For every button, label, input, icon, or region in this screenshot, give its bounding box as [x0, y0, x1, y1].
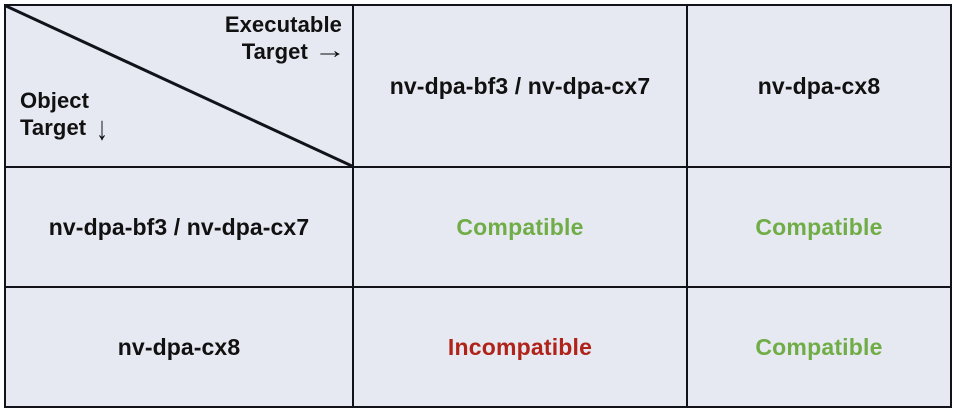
status-cell-r2c2: Compatible [686, 286, 952, 408]
column-header-cell-1: nv-dpa-bf3 / nv-dpa-cx7 [352, 4, 688, 168]
executable-axis-line1-row: Executable [225, 12, 342, 39]
row-header-cell-2: nv-dpa-cx8 [4, 286, 354, 408]
row-header-label-2: nv-dpa-cx8 [117, 333, 241, 360]
status-badge: Compatible [755, 213, 883, 240]
status-badge: Incompatible [447, 333, 593, 360]
column-header-cell-2: nv-dpa-cx8 [686, 4, 952, 168]
executable-axis-label: Executable Target → [225, 12, 346, 66]
object-axis-line2: Target [20, 115, 87, 141]
object-axis-line1-row: Object [20, 88, 108, 115]
arrow-down-icon: ↓ [96, 109, 108, 147]
column-header-label-1: nv-dpa-bf3 / nv-dpa-cx7 [389, 72, 651, 99]
object-axis-line2-row: Target ↓ [20, 109, 108, 147]
executable-axis-line2-row: Target → [225, 38, 346, 66]
column-header-label-2: nv-dpa-cx8 [757, 72, 881, 99]
arrow-right-icon: → [313, 37, 347, 65]
table-row: nv-dpa-cx8 Incompatible Compatible [4, 286, 952, 408]
object-axis-line1: Object [20, 88, 90, 114]
table-row: nv-dpa-bf3 / nv-dpa-cx7 Compatible Compa… [4, 166, 952, 288]
status-badge: Compatible [755, 333, 883, 360]
row-header-label-1: nv-dpa-bf3 / nv-dpa-cx7 [48, 213, 310, 240]
status-cell-r1c1: Compatible [352, 166, 688, 288]
status-cell-r1c2: Compatible [686, 166, 952, 288]
executable-axis-line2: Target [241, 38, 308, 64]
row-header-cell-1: nv-dpa-bf3 / nv-dpa-cx7 [4, 166, 354, 288]
table-header-row: Executable Target → Object Target [4, 4, 952, 168]
compatibility-table: Executable Target → Object Target [4, 4, 952, 408]
object-axis-label: Object Target ↓ [20, 88, 108, 147]
compatibility-matrix: Executable Target → Object Target [4, 4, 952, 408]
axis-legend-cell: Executable Target → Object Target [4, 4, 354, 168]
executable-axis-line1: Executable [224, 12, 342, 37]
status-cell-r2c1: Incompatible [352, 286, 688, 408]
status-badge: Compatible [456, 213, 584, 240]
